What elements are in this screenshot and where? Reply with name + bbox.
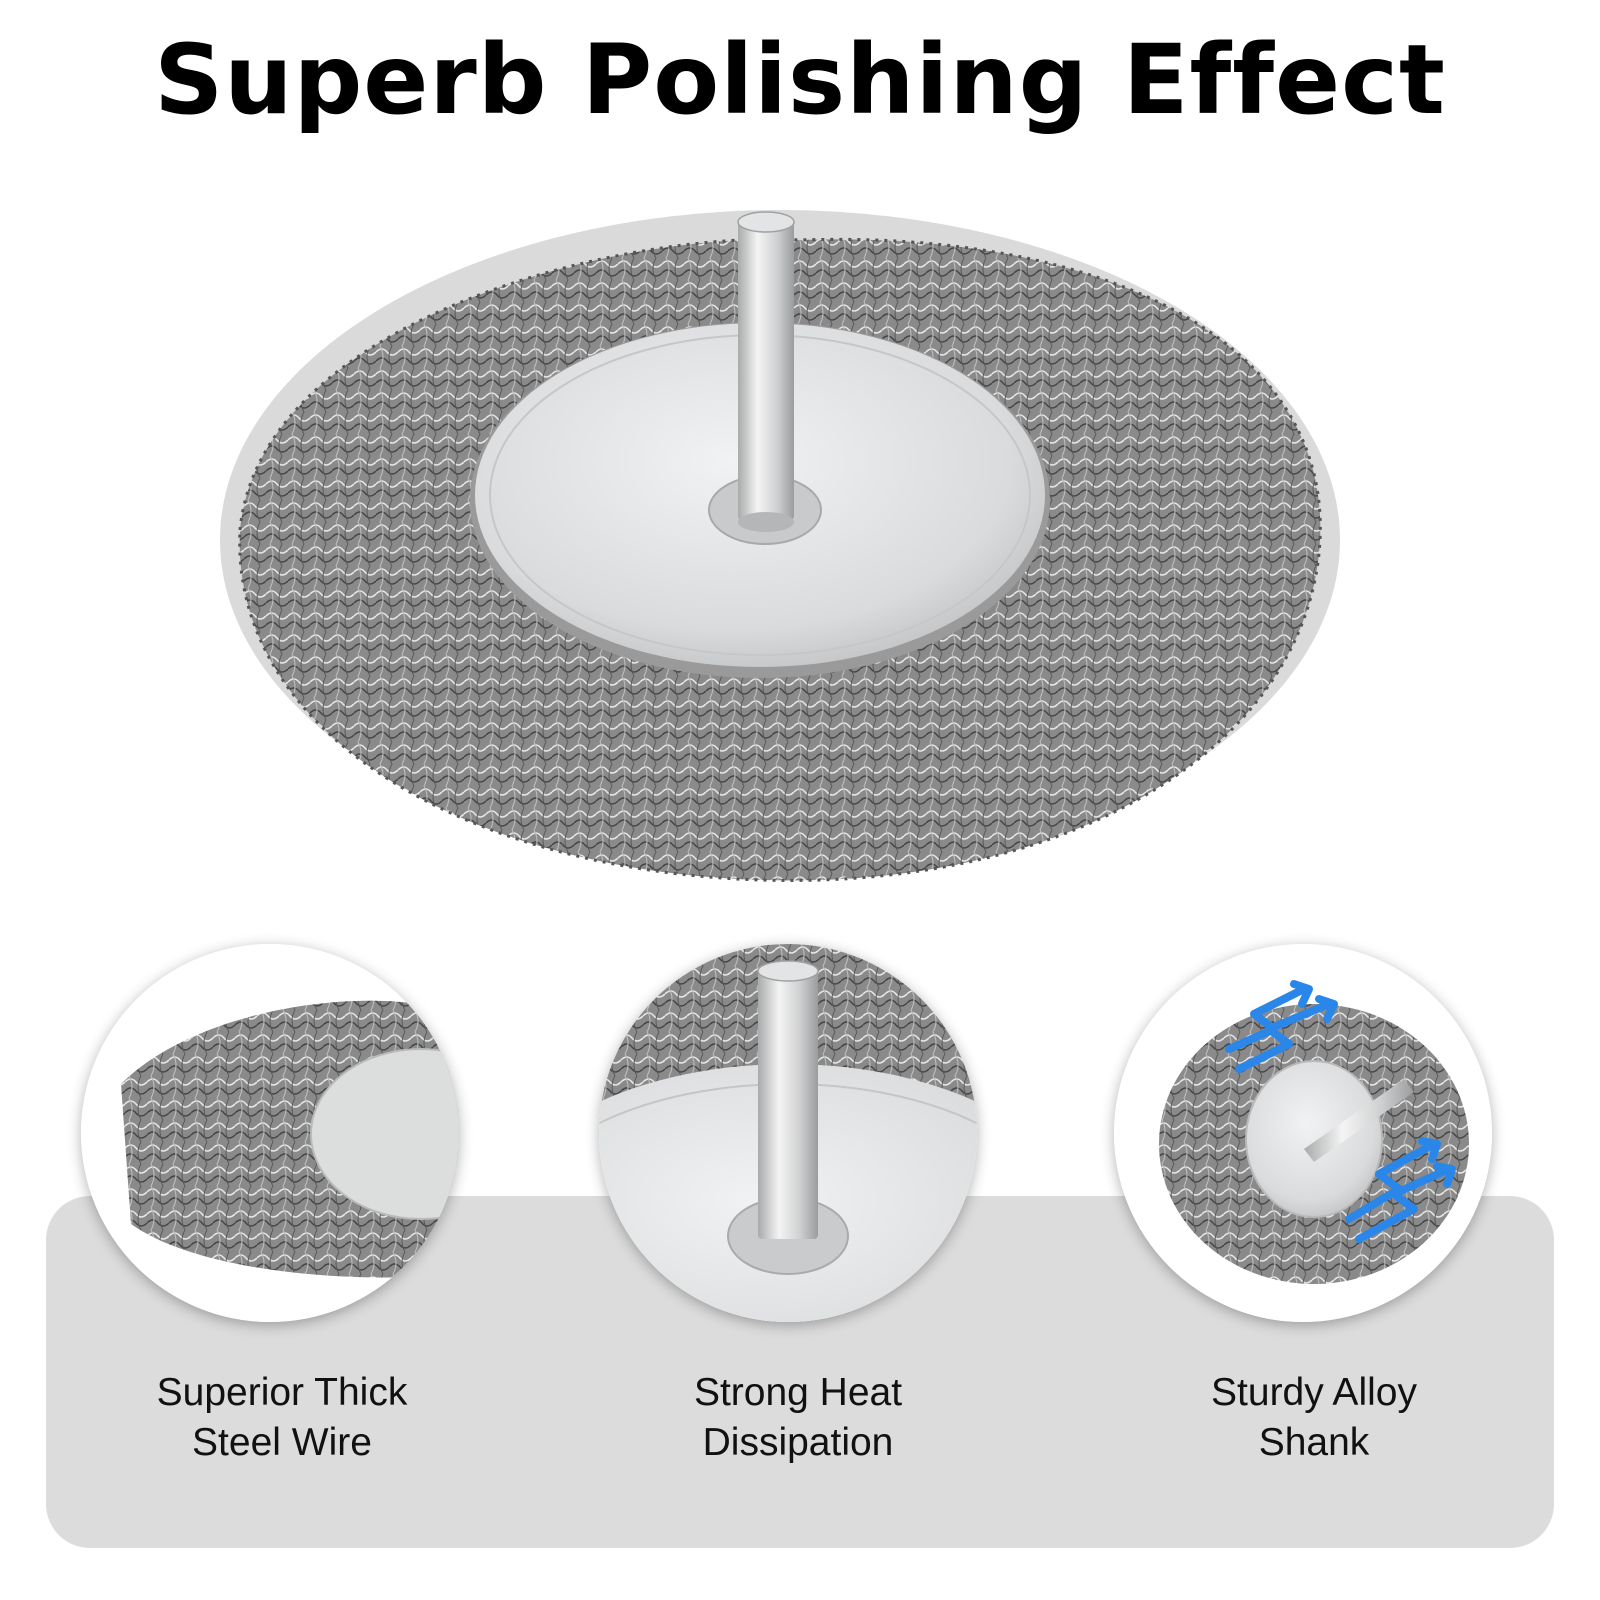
shank-closeup-image	[599, 944, 977, 1322]
wire-closeup-image	[81, 944, 459, 1322]
heat-dissipation-image	[1114, 944, 1492, 1322]
headline: Superb Polishing Effect	[154, 24, 1446, 136]
heat-arrow-icon	[1225, 980, 1456, 1243]
feature-caption-heat: Strong Heat Dissipation	[693, 1371, 903, 1464]
feature-caption-wire: Superior Thick Steel Wire	[156, 1371, 408, 1464]
wire-wheel-brush-image	[200, 170, 1400, 930]
feature-caption-shank: Sturdy Alloy Shank	[1211, 1371, 1417, 1464]
